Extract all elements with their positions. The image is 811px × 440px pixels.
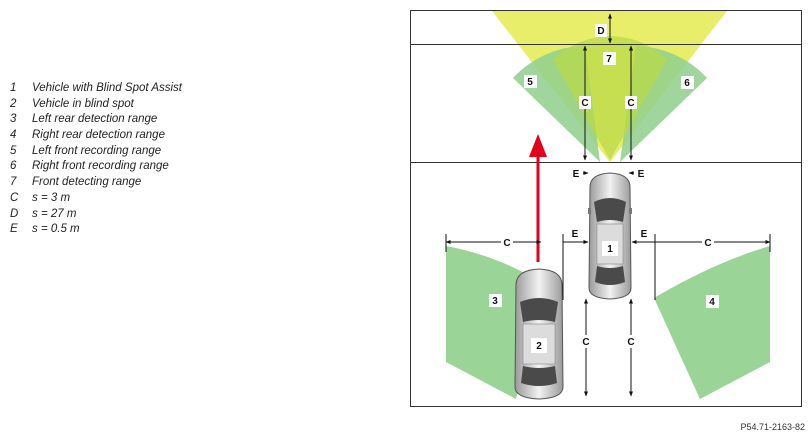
label-bg xyxy=(702,236,714,248)
legend-text: s = 27 m xyxy=(32,207,77,220)
label-c: C xyxy=(582,337,589,348)
legend-key: 6 xyxy=(10,160,17,173)
label-bg xyxy=(580,335,592,348)
vehicle-1-icon xyxy=(588,172,632,300)
label-bg xyxy=(625,96,637,109)
legend-text: Right front recording range xyxy=(32,160,169,173)
legend-key: 1 xyxy=(10,82,17,94)
label-c: C xyxy=(503,238,510,249)
legend-text: Left rear detection range xyxy=(32,113,158,126)
legend-key: 2 xyxy=(10,97,17,110)
legend-item-7: 7 Front detecting range xyxy=(10,175,182,191)
label-7: 7 xyxy=(606,54,612,65)
label-e: E xyxy=(573,169,580,180)
right-rear-detection-range xyxy=(654,246,770,399)
label-e: E xyxy=(638,169,645,180)
legend-text: Front detecting range xyxy=(32,176,142,189)
label-2: 2 xyxy=(536,341,542,352)
legend-item-3: 3 Left rear detection range xyxy=(10,112,182,128)
legend-key: 5 xyxy=(10,144,17,157)
label-bg xyxy=(501,236,513,248)
legend-key: E xyxy=(10,223,18,236)
label-c: C xyxy=(581,98,588,109)
label-e: E xyxy=(641,229,648,240)
legend-text: Vehicle with Blind Spot Assist xyxy=(32,82,182,94)
label-c: C xyxy=(627,337,634,348)
legend-item-2: 2 Vehicle in blind spot xyxy=(10,97,182,113)
label-d: D xyxy=(597,26,604,37)
legend-item-1: 1 Vehicle with Blind Spot Assist xyxy=(10,81,182,97)
label-c: C xyxy=(704,238,711,249)
legend-text: Right rear detection range xyxy=(32,129,165,142)
label-e: E xyxy=(572,229,579,240)
legend-key: 7 xyxy=(10,176,17,189)
label-bg xyxy=(603,52,616,65)
legend: 1 Vehicle with Blind Spot Assist 2 Vehicle… xyxy=(10,81,182,238)
legend-text: s = 3 m xyxy=(32,191,71,204)
label-bg xyxy=(489,294,502,307)
vehicle-2-icon xyxy=(514,268,564,400)
legend-key: C xyxy=(10,191,19,204)
label-bg xyxy=(579,96,591,109)
label-bg xyxy=(681,76,694,89)
legend-text: s = 0.5 m xyxy=(32,223,80,236)
label-6: 6 xyxy=(684,78,690,89)
label-1: 1 xyxy=(607,244,613,255)
legend-key: D xyxy=(10,207,19,220)
movement-arrow-head xyxy=(529,134,547,157)
label-bg xyxy=(625,335,637,348)
label-bg xyxy=(524,75,537,88)
label-5: 5 xyxy=(527,77,533,88)
legend-item-4: 4 Right rear detection range xyxy=(10,128,182,144)
figure-code: P54.71-2163-82 xyxy=(740,422,805,432)
label-bg xyxy=(595,24,607,37)
label-4: 4 xyxy=(709,297,715,308)
legend-text: Left front recording range xyxy=(32,144,162,157)
label-3: 3 xyxy=(492,296,498,307)
label-bg xyxy=(531,338,547,353)
label-bg xyxy=(706,295,719,308)
legend-key: 3 xyxy=(10,113,17,126)
label-bg xyxy=(602,241,618,256)
legend-item-5: 5 Left front recording range xyxy=(10,144,182,160)
legend-item-6: 6 Right front recording range xyxy=(10,159,182,175)
legend-key: 4 xyxy=(10,129,17,142)
label-c: C xyxy=(627,98,634,109)
legend-text: Vehicle in blind spot xyxy=(32,97,134,110)
front-overlap-area xyxy=(553,36,667,160)
